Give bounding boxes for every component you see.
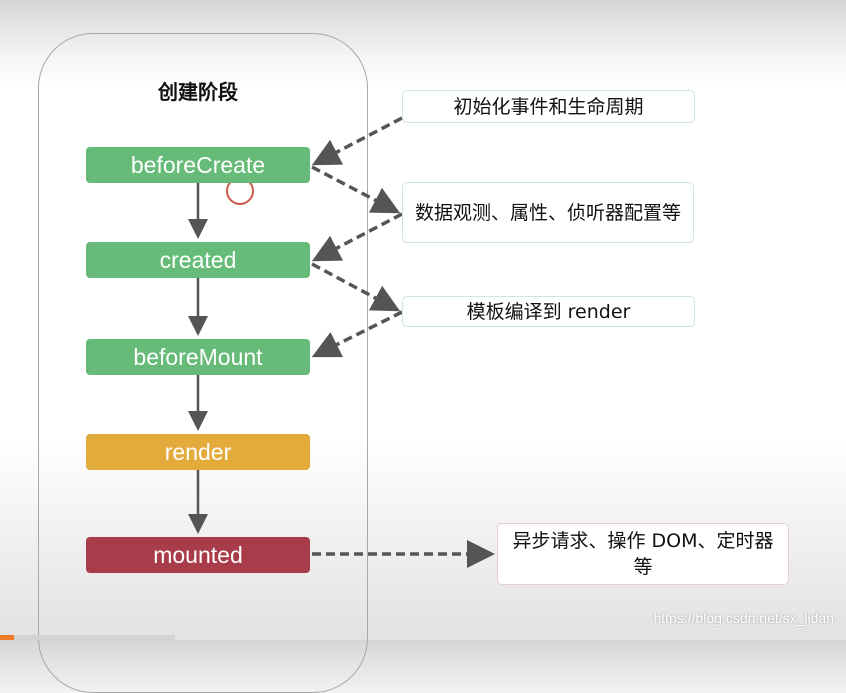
hook-render: render xyxy=(86,434,310,470)
hook-before-mount: beforeMount xyxy=(86,339,310,375)
dashed-arrow xyxy=(311,212,403,262)
note-template-compile: 模板编译到 render xyxy=(402,296,695,327)
dashed-arrow xyxy=(311,165,401,214)
hook-created: created xyxy=(86,242,310,278)
hook-mounted: mounted xyxy=(86,537,310,573)
dashed-arrow xyxy=(311,262,401,312)
video-progress-bar[interactable] xyxy=(0,635,175,640)
hook-before-create: beforeCreate xyxy=(86,147,310,183)
note-data-observation: 数据观测、属性、侦听器配置等 xyxy=(402,182,694,243)
note-async-requests: 异步请求、操作 DOM、定时器等 xyxy=(497,523,789,585)
video-progress-fill xyxy=(0,635,14,640)
stage-title: 创建阶段 xyxy=(158,80,238,104)
dashed-arrow xyxy=(311,310,403,358)
connectors xyxy=(188,116,495,568)
note-init-events: 初始化事件和生命周期 xyxy=(402,90,695,123)
dashed-arrow xyxy=(311,116,403,166)
watermark: https://blog.csdn.net/sx_lidan xyxy=(653,610,834,626)
